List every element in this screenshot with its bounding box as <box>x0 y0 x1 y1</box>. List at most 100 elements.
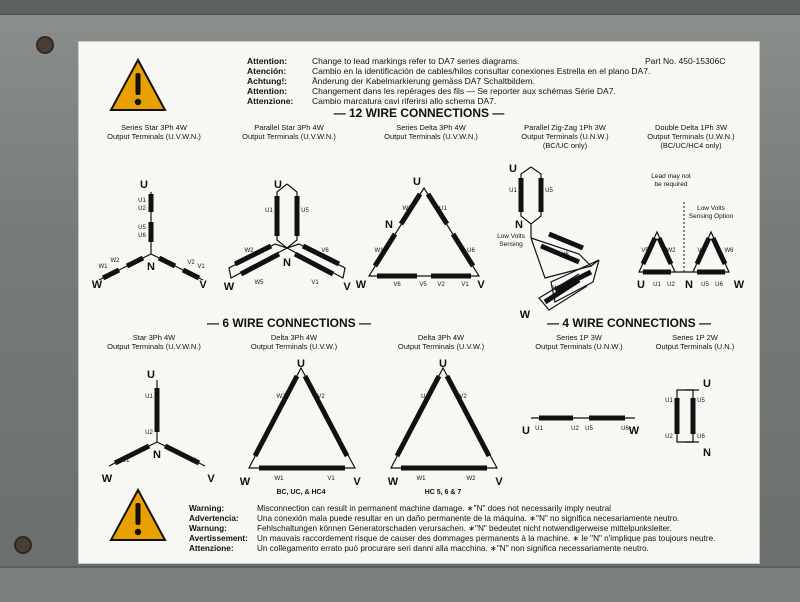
delta6b-subtitle: Output Terminals (U.V.W.) <box>398 342 485 351</box>
header-notes: Attention:Change to lead markings refer … <box>247 56 651 106</box>
svg-text:W: W <box>240 476 251 488</box>
svg-text:W2: W2 <box>467 476 477 482</box>
series-star-diagram <box>98 192 204 281</box>
star6-title: Star 3Ph 4W <box>133 333 176 342</box>
series-star-subtitle: Output Terminals (U.V.W.N.) <box>107 132 201 141</box>
svg-text:W6: W6 <box>553 286 563 292</box>
svg-text:U1: U1 <box>653 282 661 288</box>
svg-text:U6: U6 <box>138 233 146 239</box>
double-delta-sense1: Low Volts <box>697 205 726 212</box>
svg-text:U: U <box>147 369 155 381</box>
svg-text:U2: U2 <box>571 426 579 432</box>
double-delta-sense2: Sensing Option <box>689 213 734 220</box>
svg-text:W2: W2 <box>667 248 677 254</box>
zigzag-title: Parallel Zig-Zag 1Ph 3W <box>524 123 607 132</box>
svg-text:V1: V1 <box>697 248 705 254</box>
svg-text:W6: W6 <box>725 248 735 254</box>
svg-text:U6: U6 <box>715 282 723 288</box>
zigzag-diagram <box>518 166 600 311</box>
svg-text:V: V <box>353 476 361 488</box>
double-delta-title: Double Delta 1Ph 3W <box>655 123 728 132</box>
svg-text:U: U <box>703 378 711 390</box>
svg-text:N: N <box>283 257 291 269</box>
svg-text:V6: V6 <box>561 252 569 258</box>
double-delta-lead1: Lead may not <box>651 173 691 180</box>
warning-triangle-icon <box>110 489 166 541</box>
series1p2w-title: Series 1P 2W <box>672 333 719 342</box>
part-number: Part No. 450-15306C <box>645 56 726 66</box>
series-delta-subtitle: Output Terminals (U.V.W.N.) <box>384 132 478 141</box>
svg-text:U: U <box>413 176 421 188</box>
svg-text:U2: U2 <box>138 206 146 212</box>
heading-4-wire: — 4 WIRE CONNECTIONS — <box>547 316 711 330</box>
svg-text:W2: W2 <box>245 248 255 254</box>
double-delta-lead2: be required <box>655 181 688 188</box>
series1p2w-diagram <box>674 389 699 443</box>
svg-text:U1: U1 <box>665 398 673 404</box>
svg-text:U: U <box>140 179 148 191</box>
svg-text:V5: V5 <box>419 282 427 288</box>
series-star-title: Series Star 3Ph 4W <box>121 123 188 132</box>
svg-text:V: V <box>495 476 503 488</box>
zigzag-sense: Low Volts <box>497 233 526 240</box>
svg-text:V: V <box>343 281 351 293</box>
svg-text:U: U <box>274 179 282 191</box>
svg-text:U1: U1 <box>535 426 543 432</box>
svg-text:V2: V2 <box>459 394 467 400</box>
svg-text:W6: W6 <box>403 206 413 212</box>
heading-12-wire: — 12 WIRE CONNECTIONS — <box>334 106 505 120</box>
svg-text:V: V <box>199 279 207 291</box>
svg-text:W2: W2 <box>277 394 287 400</box>
svg-text:U6: U6 <box>697 434 705 440</box>
svg-text:U5: U5 <box>697 398 705 404</box>
svg-text:W: W <box>734 279 745 291</box>
screw-top-left <box>36 36 54 54</box>
svg-text:W1: W1 <box>375 248 385 254</box>
delta6a-subtitle: Output Terminals (U.V.W.) <box>251 342 338 351</box>
double-delta-diagram <box>638 202 730 275</box>
svg-text:U1: U1 <box>421 394 429 400</box>
double-delta-subtitle: Output Terminals (U.W.N.) <box>647 132 735 141</box>
svg-text:W2: W2 <box>111 258 121 264</box>
series1p-subtitle: Output Terminals (U.N.W.) <box>535 342 623 351</box>
svg-text:N: N <box>685 279 693 291</box>
double-delta-note: (BC/UC/HC4 only) <box>660 141 722 150</box>
svg-text:W: W <box>388 476 399 488</box>
svg-text:N: N <box>153 449 161 461</box>
series-delta-title: Series Delta 3Ph 4W <box>396 123 467 132</box>
svg-text:U5: U5 <box>545 188 553 194</box>
delta6a-caption: BC, UC, & HC4 <box>276 489 325 496</box>
delta6b-diagram <box>390 366 499 471</box>
star6-diagram <box>108 380 206 467</box>
svg-text:V1: V1 <box>461 282 469 288</box>
top-seam <box>0 0 800 15</box>
svg-text:U2: U2 <box>665 434 673 440</box>
svg-text:V6: V6 <box>393 282 401 288</box>
bottom-seam <box>0 566 800 602</box>
svg-text:U6: U6 <box>467 248 475 254</box>
svg-text:U1: U1 <box>145 394 153 400</box>
svg-text:V: V <box>207 473 215 485</box>
svg-text:V2: V2 <box>317 394 325 400</box>
svg-text:V1: V1 <box>311 280 319 286</box>
svg-text:W: W <box>224 281 235 293</box>
svg-text:U: U <box>439 358 447 370</box>
svg-text:V2: V2 <box>437 282 445 288</box>
svg-text:U1: U1 <box>138 198 146 204</box>
svg-text:N: N <box>385 219 393 231</box>
svg-text:U1: U1 <box>509 188 517 194</box>
parallel-star-title: Parallel Star 3Ph 4W <box>254 123 325 132</box>
delta6b-caption: HC 5, 6 & 7 <box>425 489 462 496</box>
svg-text:U2: U2 <box>667 282 675 288</box>
delta6a-diagram <box>248 366 357 471</box>
svg-text:W: W <box>520 309 531 321</box>
svg-text:U1: U1 <box>439 206 447 212</box>
svg-text:U: U <box>522 425 530 437</box>
svg-text:W5: W5 <box>255 280 265 286</box>
zigzag-sense2: Sensing <box>499 241 523 248</box>
zigzag-subtitle: Output Terminals (U.N.W.) <box>521 132 609 141</box>
svg-text:U5: U5 <box>301 208 309 214</box>
parallel-star-diagram <box>228 183 346 279</box>
svg-text:U2: U2 <box>145 430 153 436</box>
warning-notes: Warning:Misconnection can result in perm… <box>189 504 716 553</box>
